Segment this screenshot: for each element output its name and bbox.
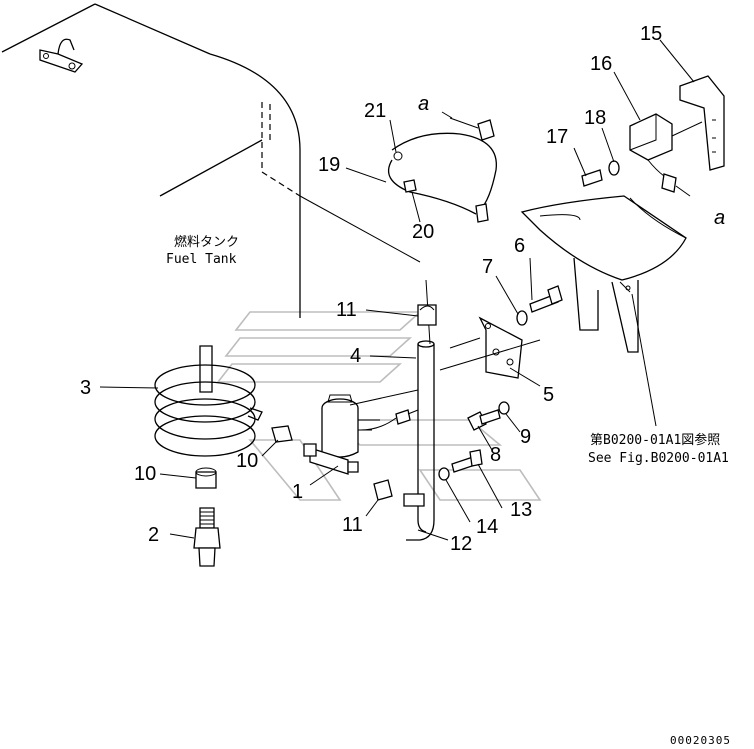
- callout-17: 17: [546, 126, 568, 148]
- drawing-id: 00020305: [670, 734, 731, 747]
- connector-marks: a a: [418, 93, 725, 229]
- clip-lower: [373, 479, 393, 501]
- fuel-tank-label-jp: 燃料タンク: [174, 234, 239, 250]
- mount-bracket: [439, 316, 541, 379]
- callout-18: 18: [584, 107, 606, 129]
- bolt-and-washer-middle: [467, 401, 510, 431]
- fender-housing: [520, 195, 687, 353]
- pipe-bracket: [403, 493, 425, 507]
- bolt-and-washer-upper: [516, 285, 563, 326]
- callout-13: 13: [510, 499, 532, 521]
- callout-20: 20: [412, 221, 434, 243]
- callout-6: 6: [514, 235, 525, 257]
- callout-10-middle: 10: [236, 450, 258, 472]
- callout-12: 12: [450, 533, 472, 555]
- callout-14: 14: [476, 516, 498, 538]
- wiring-harness: [387, 111, 497, 223]
- connector-mark-a-right: a: [714, 207, 725, 229]
- clip-upper: [417, 304, 437, 326]
- fuel-pump: [303, 394, 419, 475]
- reference-label-en: See Fig.B0200-01A1: [588, 451, 729, 466]
- fuel-tank: [1, 3, 421, 318]
- fuel-tank-label-en: Fuel Tank: [166, 252, 237, 267]
- callout-21: 21: [364, 100, 386, 122]
- bolt-and-washer-lower: [438, 449, 483, 481]
- fuel-tank-label: 燃料タンク Fuel Tank: [166, 234, 239, 267]
- clamp-small-left: [271, 425, 293, 443]
- coiled-hose: [154, 345, 263, 457]
- hose-fitting: [193, 507, 221, 567]
- leader-lines: [99, 39, 695, 541]
- callout-8: 8: [490, 444, 501, 466]
- callout-19: 19: [318, 154, 340, 176]
- callout-4: 4: [350, 345, 361, 367]
- callout-2: 2: [148, 524, 159, 546]
- relay-assembly: [581, 75, 725, 197]
- callout-7: 7: [482, 256, 493, 278]
- callout-10-lower: 10: [134, 463, 156, 485]
- callout-9: 9: [520, 426, 531, 448]
- reference-label: 第B0200-01A1図参照 See Fig.B0200-01A1: [588, 432, 729, 466]
- callout-11-lower: 11: [342, 514, 363, 536]
- connector-mark-a-upper: a: [418, 93, 429, 115]
- callout-5: 5: [543, 384, 554, 406]
- callout-numbers: 1 2 3 4 5 6 7 8 9 10 10 11 11 12 13 14 1…: [80, 23, 662, 555]
- reference-label-jp: 第B0200-01A1図参照: [590, 432, 720, 448]
- hose-clamp: [195, 467, 217, 489]
- callout-15: 15: [640, 23, 662, 45]
- callout-11-upper: 11: [336, 299, 357, 321]
- callout-3: 3: [80, 377, 91, 399]
- callout-1: 1: [292, 481, 303, 503]
- callout-16: 16: [590, 53, 612, 75]
